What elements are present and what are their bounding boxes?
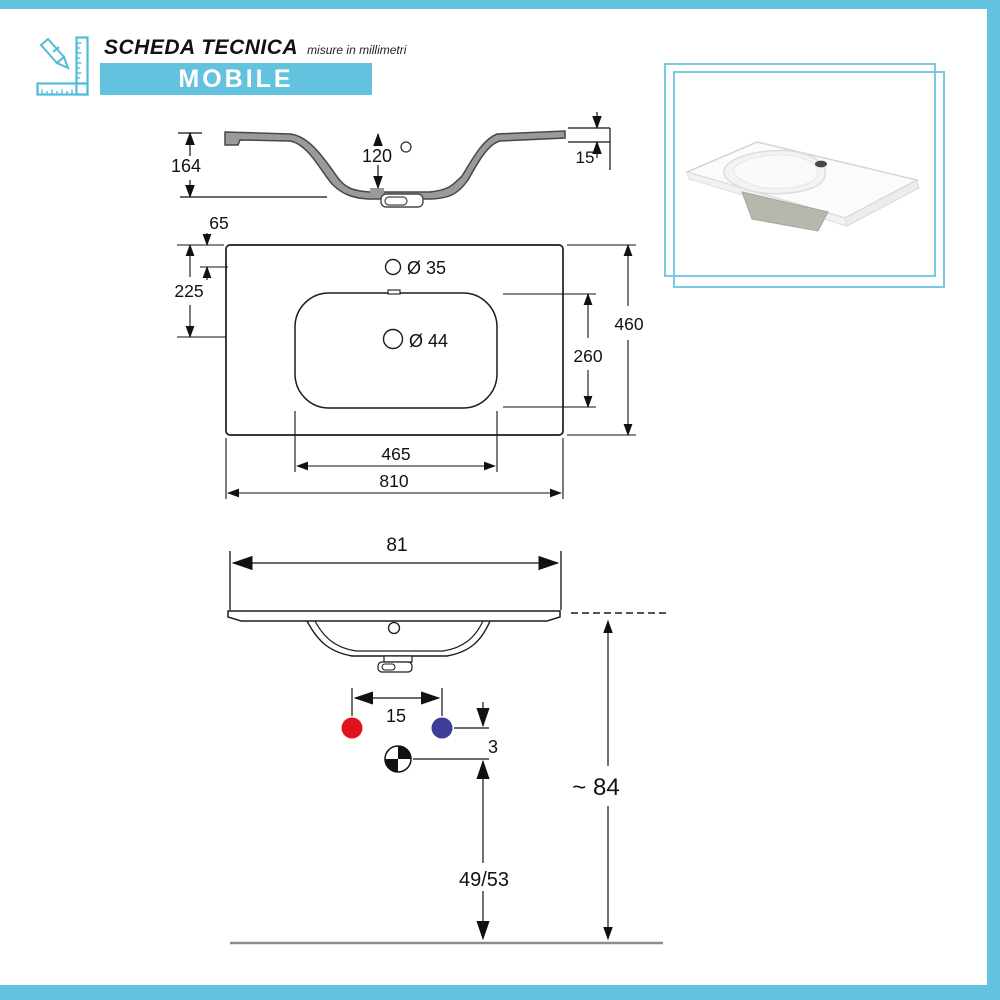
header-titles: SCHEDA TECNICA misure in millimetri	[104, 36, 406, 60]
dim-supply-spacing	[351, 688, 443, 716]
front-drain-neck	[383, 655, 413, 663]
dim-bowl-width	[294, 411, 498, 472]
dim-width-81	[229, 551, 562, 610]
dim-label-tap-diameter: Ø 35	[407, 258, 446, 278]
overflow-slot	[387, 289, 401, 295]
dim-total-width	[225, 438, 564, 499]
dim-label-120: 120	[362, 146, 392, 166]
dim-label-225: 225	[174, 281, 203, 301]
dim-label-15-rim: 15	[576, 148, 595, 167]
blue-dot-cold-water-icon	[431, 717, 453, 739]
frame-right-bar	[987, 0, 1000, 1000]
photo-frame-inner	[673, 71, 945, 288]
dim-label-3: 3	[488, 737, 498, 757]
dim-front-to-drain	[177, 243, 226, 339]
dim-label-65: 65	[209, 213, 228, 233]
section-view: 164 120 15	[171, 112, 611, 208]
overflow-hole-front	[387, 621, 401, 635]
dim-label-465: 465	[381, 444, 410, 464]
front-drain-cap	[381, 663, 396, 671]
dim-label-15-supply: 15	[386, 706, 406, 726]
washbasin-photo	[684, 141, 920, 232]
dim-label-260: 260	[573, 346, 602, 366]
frame-bottom-bar	[0, 985, 1000, 1000]
dim-section-height	[178, 131, 327, 199]
dim-label-460: 460	[614, 314, 643, 334]
dim-total-depth	[567, 243, 636, 437]
label-halo-4953	[453, 863, 513, 891]
bowl-outline	[294, 292, 498, 409]
drain-hole	[382, 328, 404, 350]
center-drain-crosshair-icon	[384, 745, 412, 773]
tap-hole	[384, 258, 402, 276]
dim-label-810: 810	[379, 471, 408, 491]
dim-bowl-depth-plan	[503, 292, 596, 409]
frame-top-bar	[0, 0, 1000, 9]
photo-frame-outer	[664, 63, 936, 277]
drain-stub	[370, 188, 384, 197]
category-banner: MOBILE	[100, 63, 372, 95]
front-rim-outline	[227, 610, 561, 622]
page-title: SCHEDA TECNICA	[104, 36, 299, 59]
dim-label-4953: 49/53	[459, 869, 509, 891]
basin-section-profile	[224, 130, 566, 200]
top-view: Ø 35 Ø 44 65 225	[174, 213, 644, 499]
overflow-hole-section	[400, 141, 412, 153]
dim-label-84: ~ 84	[572, 774, 619, 801]
section-drain-plug	[384, 196, 408, 206]
dim-label-81: 81	[386, 535, 407, 556]
red-dot-hot-water-icon	[341, 717, 363, 739]
pencil-square-ruler-icon	[36, 36, 89, 96]
front-view: 81 15 3	[227, 535, 667, 945]
units-note: misure in millimetri	[307, 43, 407, 57]
dim-rim-thickness	[568, 112, 611, 170]
dim-tap-offset	[200, 233, 228, 280]
front-bowl-inner	[314, 620, 484, 652]
dim-label-164: 164	[171, 156, 201, 176]
dim-label-drain-diameter: Ø 44	[409, 331, 448, 351]
